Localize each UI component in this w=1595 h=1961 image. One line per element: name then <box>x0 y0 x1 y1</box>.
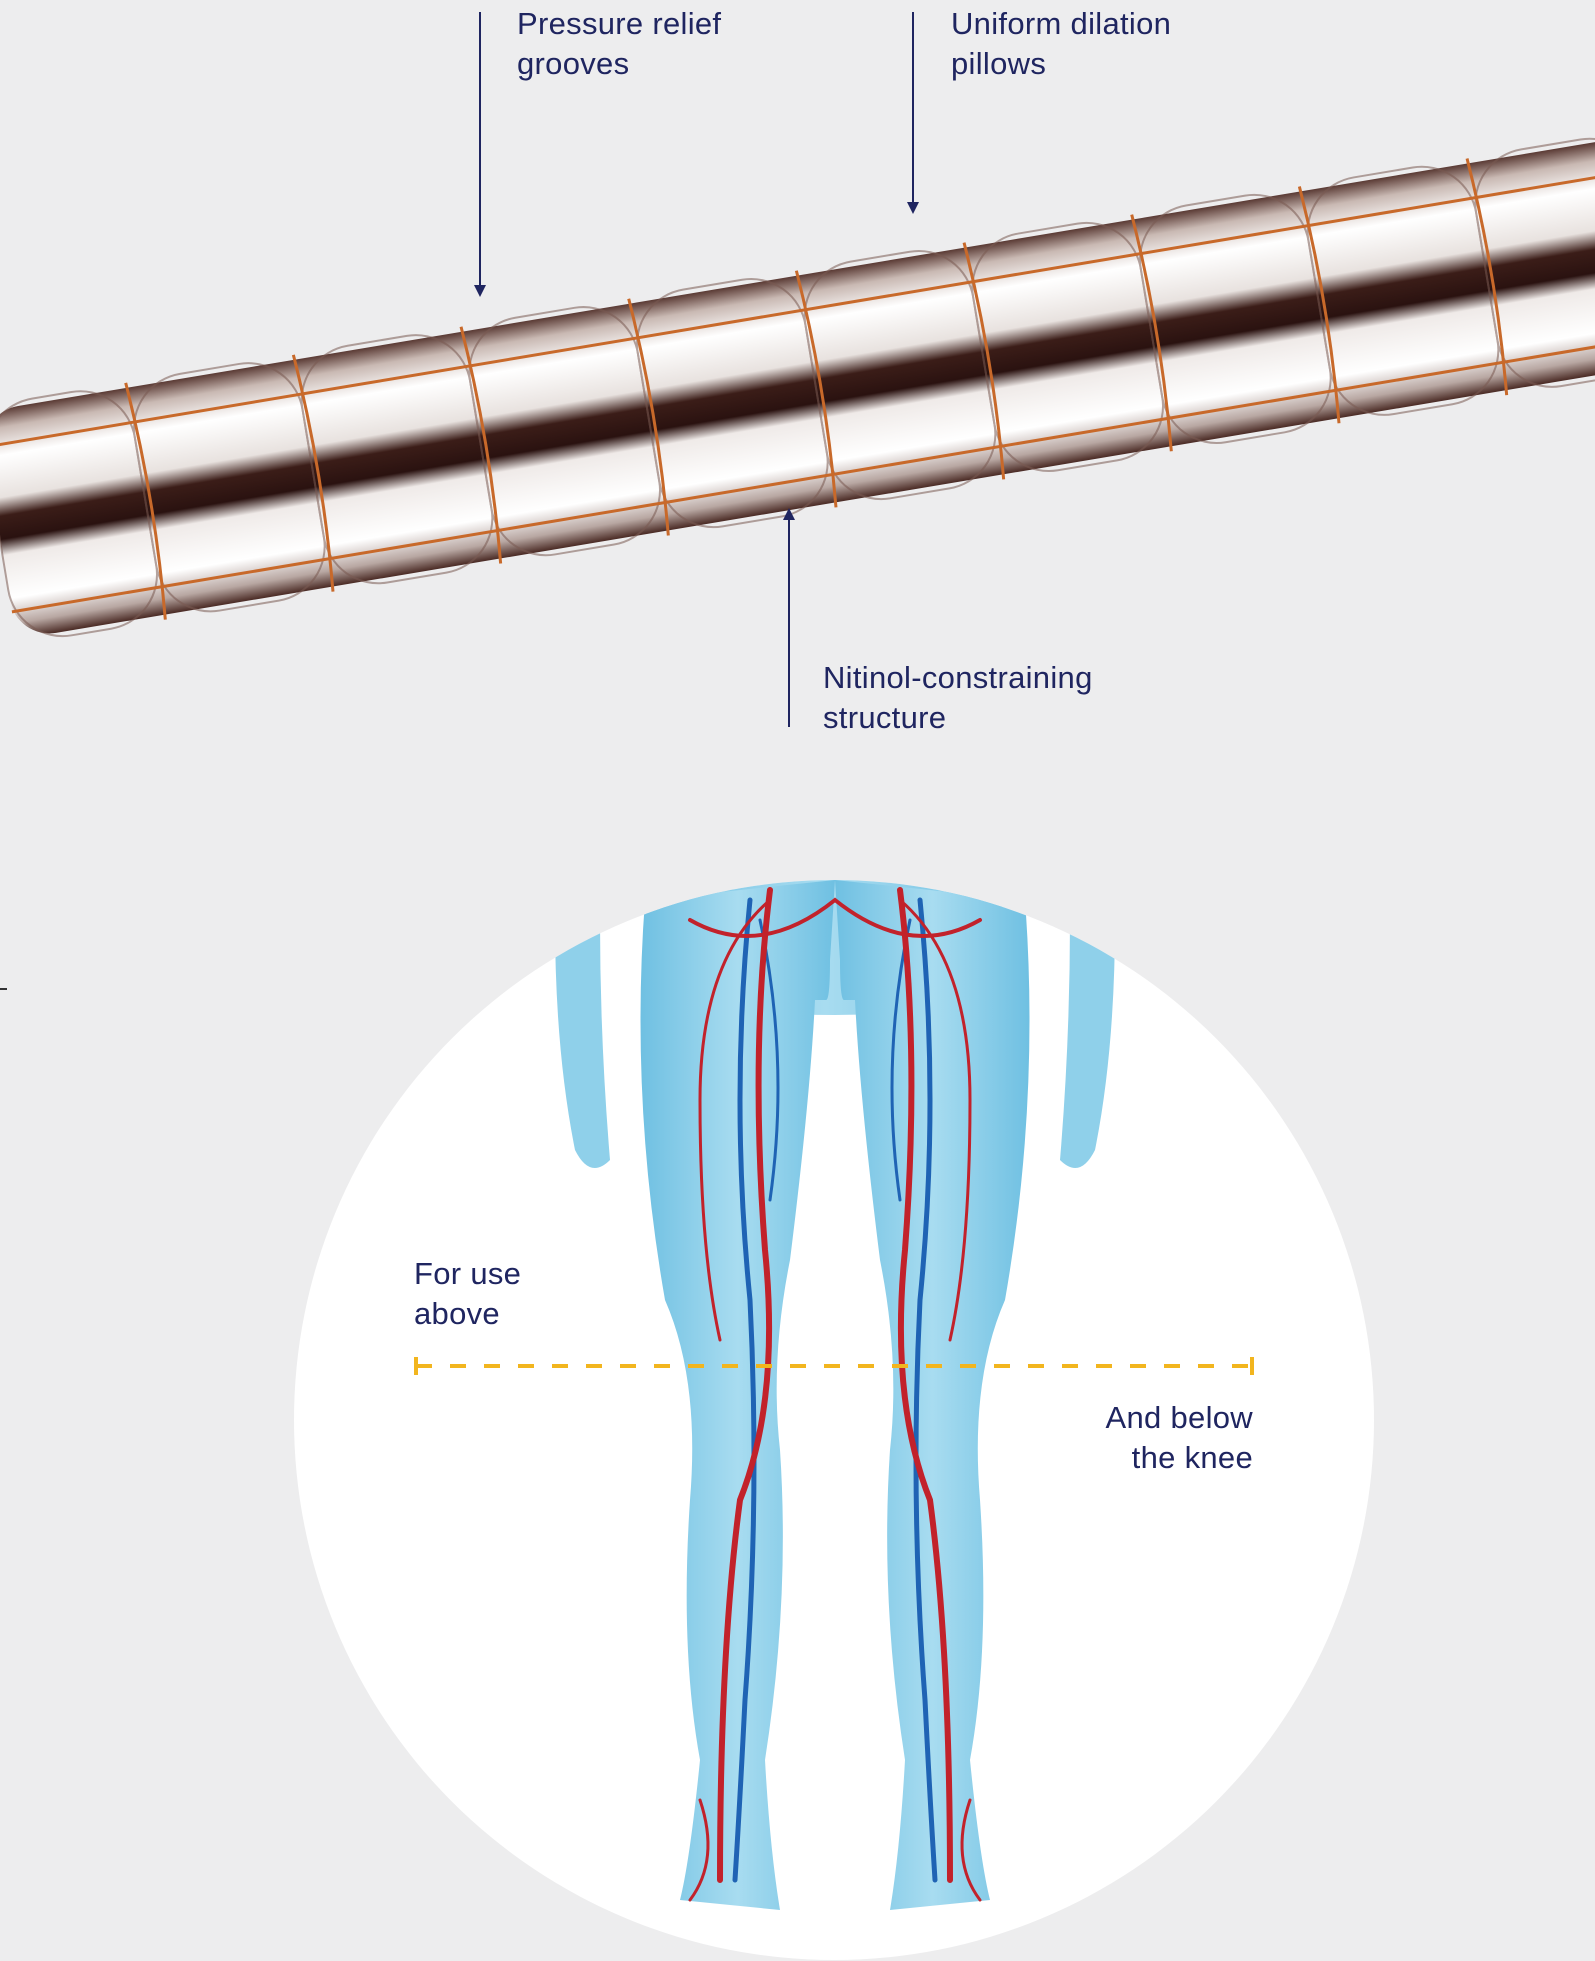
label-line: above <box>414 1294 521 1334</box>
label-uniform-dilation-pillows: Uniform dilation pillows <box>951 4 1171 84</box>
label-line: For use <box>414 1254 521 1294</box>
label-line: grooves <box>517 44 721 84</box>
nitinol-pointer-arrow <box>783 508 795 520</box>
label-line: Nitinol-constraining <box>823 658 1093 698</box>
pillows-pointer-line <box>912 12 914 204</box>
label-line: pillows <box>951 44 1171 84</box>
grooves-pointer-line <box>479 12 481 287</box>
label-line: the knee <box>1053 1438 1253 1478</box>
label-line: Uniform dilation <box>951 4 1171 44</box>
balloon-tube <box>0 127 1595 644</box>
label-line: And below <box>1053 1398 1253 1438</box>
grooves-pointer-arrow <box>474 285 486 297</box>
label-line: Pressure relief <box>517 4 721 44</box>
label-pressure-relief-grooves: Pressure relief grooves <box>517 4 721 84</box>
label-and-below-the-knee: And below the knee <box>1053 1398 1253 1478</box>
nitinol-pointer-line <box>788 520 790 727</box>
label-nitinol-structure: Nitinol-constraining structure <box>823 658 1093 738</box>
pillows-pointer-arrow <box>907 202 919 214</box>
label-for-use-above: For use above <box>414 1254 521 1334</box>
label-line: structure <box>823 698 1093 738</box>
